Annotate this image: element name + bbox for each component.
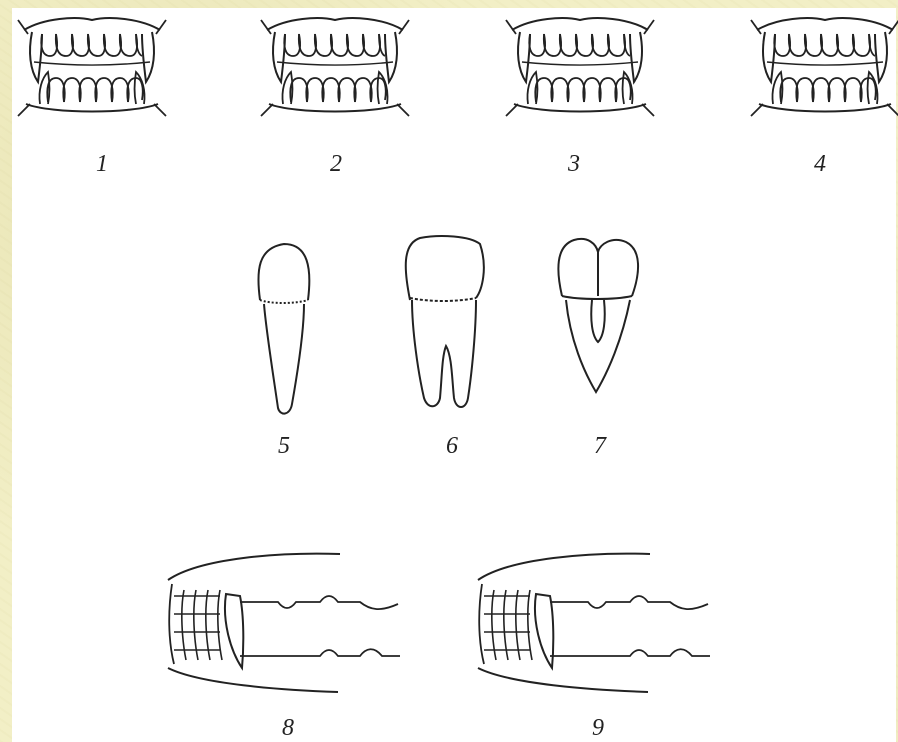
- jaw-front-3: [506, 18, 654, 116]
- jaw-front-4: [751, 18, 898, 116]
- jaw-front-1: [18, 18, 166, 116]
- panel-number-3: 3: [568, 152, 580, 176]
- tooth-6: [406, 236, 484, 407]
- panel-number-4: 4: [814, 152, 826, 176]
- tooth-5: [258, 244, 309, 414]
- panel-number-9: 9: [592, 716, 604, 740]
- jaw-side-8: [168, 554, 400, 692]
- tooth-7: [558, 239, 638, 392]
- panel-number-7: 7: [594, 434, 606, 458]
- panel-number-8: 8: [282, 716, 294, 740]
- panel-number-1: 1: [96, 152, 108, 176]
- jaw-side-9: [478, 554, 710, 692]
- panel-number-5: 5: [278, 434, 290, 458]
- jaw-front-2: [261, 18, 409, 116]
- panel-number-6: 6: [446, 434, 458, 458]
- panel-number-2: 2: [330, 152, 342, 176]
